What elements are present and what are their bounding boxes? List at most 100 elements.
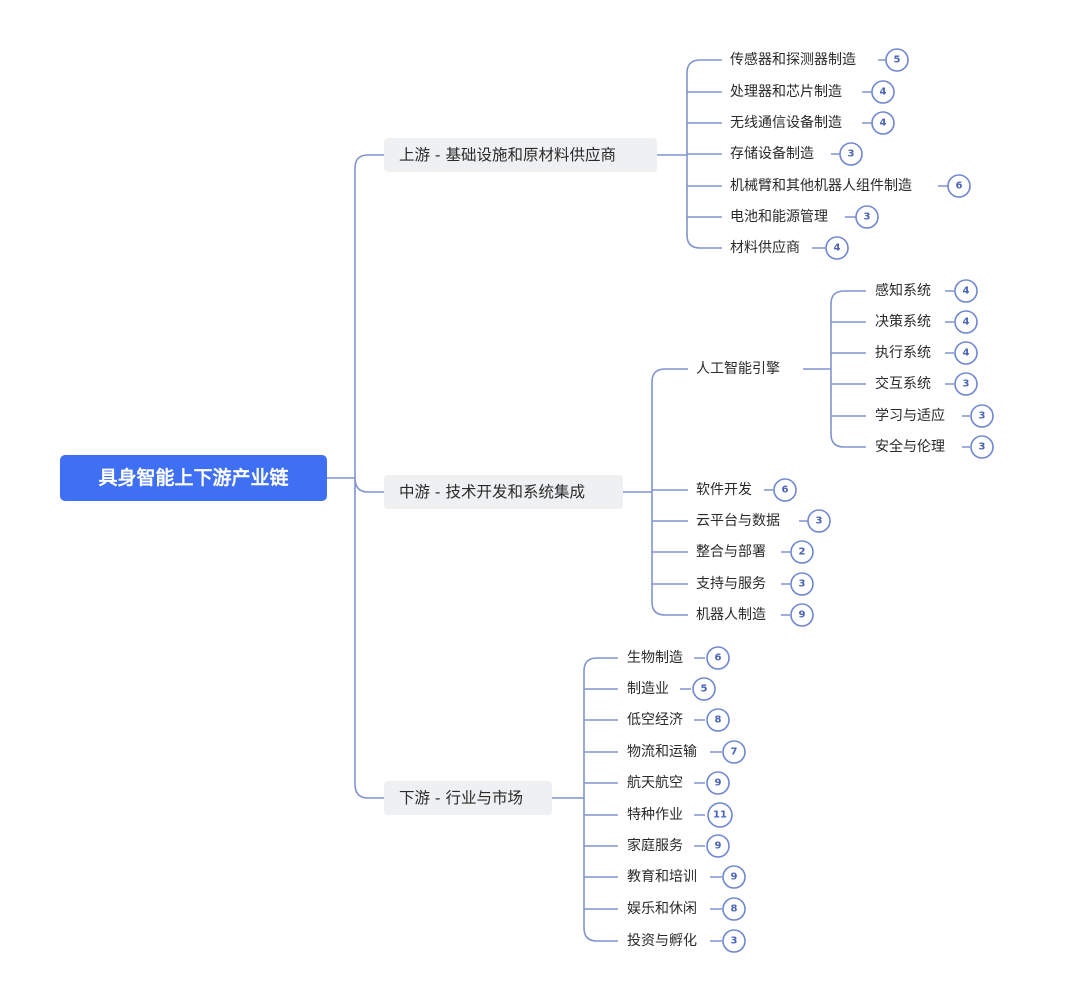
count-badge — [706, 708, 730, 732]
leaf-item[interactable]: 低空经济 8 — [627, 708, 730, 732]
leaf-item[interactable]: 电池和能源管理 3 — [730, 205, 879, 229]
leaf-item[interactable]: 无线通信设备制造 4 — [730, 111, 895, 135]
leaf-item[interactable]: 安全与伦理 3 — [875, 435, 994, 459]
count-badge — [954, 310, 978, 334]
leaf-item[interactable]: 特种作业 11 — [627, 802, 733, 828]
leaf-label: 学习与适应 — [875, 407, 945, 424]
leaf-item[interactable]: 教育和培训 9 — [627, 865, 746, 889]
leaf-label: 整合与部署 — [696, 544, 766, 560]
count-badge — [970, 435, 994, 459]
leaf-item[interactable]: 云平台与数据 3 — [696, 509, 831, 533]
leaf-item[interactable]: 材料供应商 4 — [730, 236, 849, 260]
leaf-label: 特种作业 — [627, 807, 683, 823]
count-badge-value: 2 — [799, 547, 806, 558]
count-badge-value: 3 — [731, 936, 738, 947]
leaf-item[interactable]: 处理器和芯片制造 4 — [730, 80, 895, 104]
count-badge-value: 3 — [848, 149, 855, 160]
root-node-box — [60, 455, 327, 501]
branch-upstream-label: 上游 - 基础设施和原材料供应商 — [399, 145, 616, 164]
leaf-item[interactable]: 娱乐和休闲 8 — [627, 897, 746, 921]
leaf-item[interactable]: 制造业 5 — [627, 677, 716, 701]
leaf-label: 感知系统 — [875, 282, 931, 299]
leaf-item[interactable]: 家庭服务 9 — [627, 834, 730, 858]
root-node-label: 具身智能上下游产业链 — [98, 466, 288, 489]
branch-midstream[interactable]: 中游 - 技术开发和系统集成 — [384, 475, 623, 509]
leaf-item[interactable]: 生物制造 6 — [627, 646, 730, 670]
count-badge — [790, 572, 814, 596]
ai-engine-connectors — [803, 290, 866, 448]
count-badge-value: 4 — [963, 317, 970, 328]
leaf-label: 材料供应商 — [730, 239, 800, 256]
branch-midstream-label: 中游 - 技术开发和系统集成 — [399, 483, 585, 501]
leaf-label: 低空经济 — [627, 712, 683, 728]
count-badge — [706, 646, 730, 670]
count-badge — [839, 142, 863, 166]
leaf-item[interactable]: 存储设备制造 3 — [730, 142, 863, 166]
count-badge — [706, 834, 730, 858]
count-badge — [970, 404, 994, 428]
count-badge-value: 5 — [894, 55, 901, 66]
count-badge-value: 3 — [816, 516, 823, 527]
midstream-leaves: 人工智能引擎 软件开发 6 云平台与数据 3 整合与部署 2 支持与服务 3 机… — [696, 361, 831, 627]
leaf-label: 安全与伦理 — [875, 438, 945, 455]
count-badge — [790, 603, 814, 627]
count-badge-value: 7 — [731, 747, 738, 758]
leaf-item[interactable]: 物流和运输 7 — [627, 740, 746, 764]
leaf-label: 执行系统 — [875, 345, 931, 361]
leaf-item[interactable]: 整合与部署 2 — [696, 540, 814, 564]
count-badge-value: 3 — [979, 442, 986, 453]
branch-upstream-box — [384, 138, 657, 172]
count-badge-value: 4 — [963, 348, 970, 359]
count-badge-value: 4 — [834, 243, 841, 254]
branch-downstream-box — [384, 781, 552, 815]
count-badge-value: 8 — [715, 715, 722, 726]
count-badge-value: 4 — [880, 118, 887, 129]
count-badge — [885, 48, 909, 72]
leaf-label: 软件开发 — [696, 482, 752, 498]
count-badge-value: 3 — [864, 212, 871, 223]
branch-upstream[interactable]: 上游 - 基础设施和原材料供应商 — [384, 138, 657, 172]
connectors — [327, 59, 970, 942]
leaf-item[interactable]: 交互系统 3 — [875, 372, 978, 396]
count-badge — [825, 236, 849, 260]
leaf-item[interactable]: 机械臂和其他机器人组件制造 6 — [730, 174, 971, 198]
branch-midstream-box — [384, 475, 623, 509]
count-badge — [722, 929, 746, 953]
count-badge — [692, 677, 716, 701]
count-badge — [722, 897, 746, 921]
leaf-label: 云平台与数据 — [696, 513, 780, 529]
leaf-label: 支持与服务 — [696, 576, 766, 592]
leaf-item[interactable]: 软件开发 6 — [696, 478, 797, 502]
count-badge — [722, 740, 746, 764]
leaf-item[interactable]: 执行系统 4 — [875, 341, 978, 365]
count-badge-value: 3 — [963, 379, 970, 390]
leaf-item[interactable]: 机器人制造 9 — [696, 603, 814, 627]
count-badge-value: 9 — [799, 610, 806, 621]
ai-engine-leaves: 感知系统 4 决策系统 4 执行系统 4 交互系统 3 学习与适应 3 安全与伦… — [875, 279, 994, 459]
count-badge — [773, 478, 797, 502]
leaf-label: 航天航空 — [627, 775, 683, 791]
leaf-item[interactable]: 感知系统 4 — [875, 279, 978, 303]
leaf-item[interactable]: 传感器和探测器制造 5 — [730, 48, 909, 72]
count-badge-value: 3 — [799, 579, 806, 590]
leaf-item[interactable]: 支持与服务 3 — [696, 572, 814, 596]
leaf-label: 娱乐和休闲 — [627, 901, 697, 917]
count-badge-value: 9 — [715, 778, 722, 789]
count-badge — [706, 771, 730, 795]
leaf-item[interactable]: 航天航空 9 — [627, 771, 730, 795]
count-badge — [871, 80, 895, 104]
leaf-item[interactable]: 决策系统 4 — [875, 310, 978, 334]
leaf-item[interactable]: 投资与孵化 3 — [627, 929, 746, 953]
leaf-item[interactable]: 学习与适应 3 — [875, 404, 994, 428]
count-badge — [871, 111, 895, 135]
count-badge-value: 9 — [731, 872, 738, 883]
root-node[interactable]: 具身智能上下游产业链 — [60, 455, 327, 501]
count-badge-value: 11 — [713, 810, 727, 821]
downstream-connectors — [552, 657, 618, 942]
count-badge-value: 6 — [715, 653, 722, 664]
count-badge — [954, 372, 978, 396]
sub-branch-ai-engine[interactable]: 人工智能引擎 — [696, 361, 780, 377]
branch-downstream[interactable]: 下游 - 行业与市场 — [384, 781, 552, 815]
count-badge-value: 9 — [715, 841, 722, 852]
count-badge-value: 6 — [956, 181, 963, 192]
